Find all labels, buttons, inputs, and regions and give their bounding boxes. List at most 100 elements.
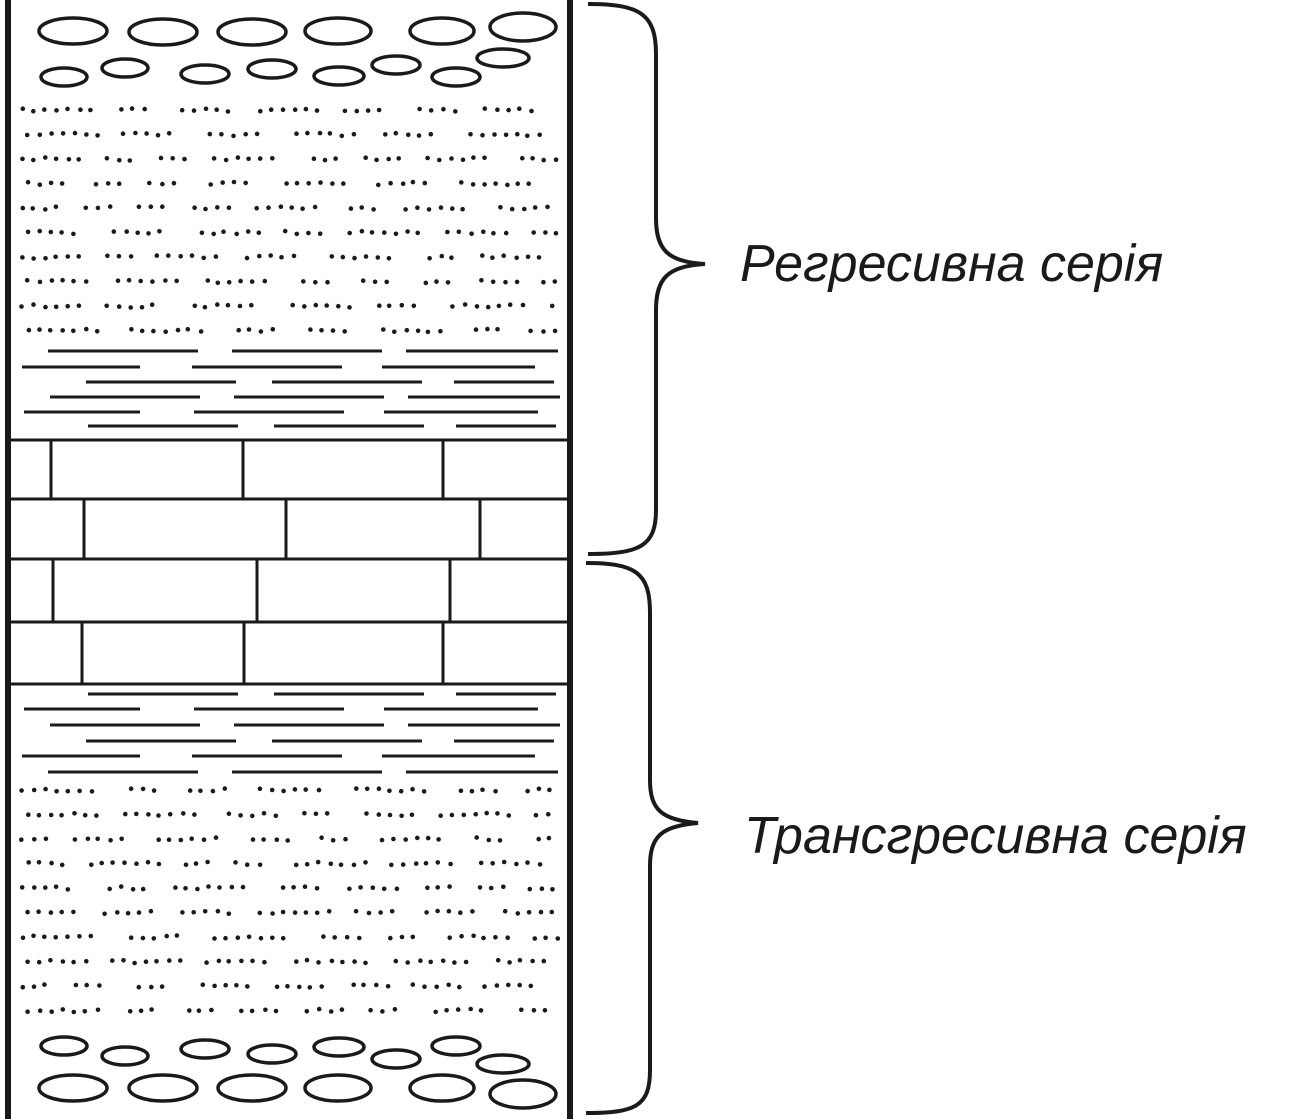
sand-dot	[404, 327, 410, 333]
sand-dot	[423, 280, 429, 286]
sand-dot	[469, 231, 474, 236]
sand-dot	[498, 205, 503, 210]
sand-dot	[326, 909, 332, 914]
sand-dot	[330, 838, 336, 843]
sand-dot	[151, 328, 156, 334]
sand-dot	[48, 180, 54, 186]
sand-dot	[84, 959, 89, 964]
sand-dot	[376, 812, 382, 817]
sand-dot	[48, 229, 54, 235]
sand-dot	[65, 254, 71, 259]
sand-dot	[192, 303, 198, 309]
sand-dot	[371, 207, 376, 212]
sand-dot	[134, 861, 139, 866]
sand-dot	[449, 812, 455, 818]
sand-dot	[270, 935, 275, 941]
sand-dot	[270, 156, 275, 161]
sand-dot	[215, 302, 220, 307]
sand-dot	[261, 811, 267, 816]
sand-dot	[376, 107, 382, 113]
sand-dot	[347, 886, 352, 892]
sand-dot	[84, 982, 89, 988]
sand-dot	[65, 934, 70, 939]
sand-dot	[550, 887, 555, 892]
sand-dot	[32, 885, 37, 890]
sand-dot	[413, 861, 419, 866]
sand-dot	[159, 984, 165, 989]
sand-dot	[462, 302, 468, 307]
sand-dot	[128, 305, 133, 310]
sandstone-layer-top	[19, 106, 559, 335]
sand-dot	[406, 132, 411, 138]
sand-dot	[43, 885, 48, 890]
sand-dot	[25, 229, 31, 235]
sand-dot	[505, 935, 511, 940]
sand-dot	[163, 278, 168, 283]
sand-dot	[71, 231, 76, 237]
sand-dot	[405, 960, 411, 965]
sand-dot	[354, 786, 359, 791]
sand-dot	[179, 107, 185, 113]
sand-dot	[495, 327, 500, 332]
sand-dot	[20, 984, 26, 990]
sand-dot	[266, 205, 271, 210]
sand-dot	[144, 131, 149, 136]
sand-dot	[319, 328, 324, 333]
sand-dot	[258, 935, 264, 941]
sand-dot	[300, 206, 305, 211]
sand-dot	[199, 230, 205, 236]
sand-dot	[358, 885, 363, 890]
sand-dot	[549, 909, 555, 915]
sand-dot	[389, 862, 394, 868]
sand-dot	[289, 205, 295, 210]
sand-dot	[280, 935, 286, 941]
sand-dot	[262, 278, 268, 284]
sand-dot	[525, 788, 530, 794]
sand-dot	[238, 813, 243, 818]
sand-dot	[538, 909, 544, 915]
sand-dot	[262, 959, 267, 965]
sand-dot	[370, 885, 376, 890]
sand-dot	[148, 204, 154, 209]
sand-dot	[268, 107, 274, 112]
sand-dot	[471, 933, 476, 939]
sand-dot	[36, 909, 41, 914]
sand-dot	[236, 327, 241, 333]
sand-dot	[37, 228, 42, 234]
sand-dot	[43, 786, 48, 792]
sand-dot	[129, 327, 134, 332]
sand-dot	[60, 277, 65, 283]
sand-dot	[303, 787, 309, 792]
sand-dot	[470, 182, 476, 187]
clay-layer-bottom	[22, 692, 560, 774]
sand-dot	[43, 836, 49, 842]
sand-dot	[20, 935, 26, 941]
sand-dot	[530, 156, 535, 161]
sand-dot	[42, 982, 47, 987]
sand-dot	[225, 109, 231, 114]
sand-dot	[258, 108, 263, 114]
sand-dot	[515, 911, 521, 916]
sand-dot	[147, 180, 152, 186]
sand-dot	[156, 813, 161, 818]
sand-dot	[155, 132, 161, 138]
sand-dot	[434, 984, 440, 990]
sand-dot	[128, 786, 134, 791]
sand-dot	[415, 328, 421, 334]
sand-dot	[399, 302, 405, 308]
sand-dot	[439, 253, 445, 259]
sand-dot	[387, 812, 393, 818]
sand-dot	[119, 107, 124, 112]
sand-dot	[536, 255, 542, 260]
sand-dot	[399, 934, 405, 940]
sand-dot	[105, 181, 111, 186]
sand-dot	[107, 204, 113, 209]
sand-dot	[425, 835, 431, 841]
transgressive-series-label: Трансгресивна серія	[744, 807, 1247, 865]
sand-dot	[316, 960, 321, 965]
sand-dot	[182, 156, 187, 162]
sand-dot	[149, 302, 155, 308]
sand-dot	[89, 862, 94, 868]
sand-dot	[446, 908, 452, 914]
sand-dot	[374, 982, 379, 988]
